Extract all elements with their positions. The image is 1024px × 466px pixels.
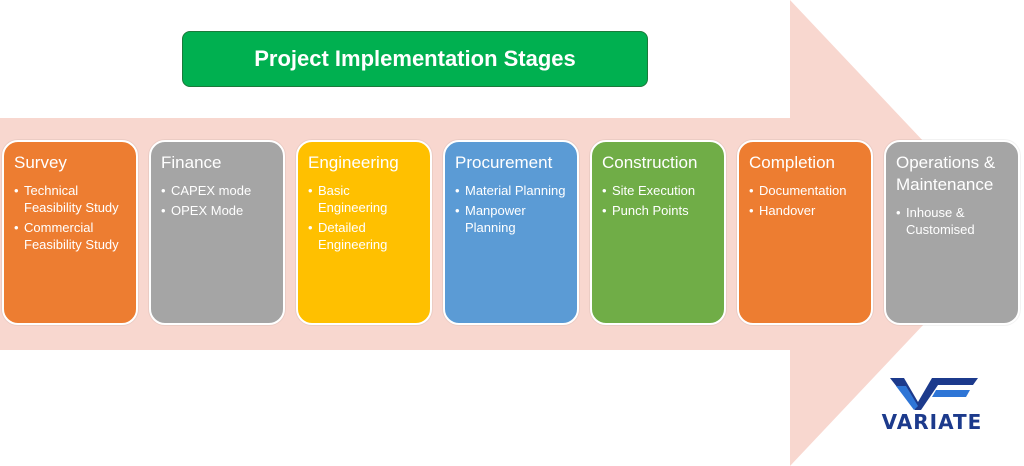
stage-item: Punch Points (602, 202, 716, 219)
stage-card-3: EngineeringBasic EngineeringDetailed Eng… (296, 140, 432, 325)
stage-item: Documentation (749, 182, 863, 199)
stage-item: CAPEX mode (161, 182, 275, 199)
stage-card-5: ConstructionSite ExecutionPunch Points (590, 140, 726, 325)
stage-item: Commercial Feasibility Study (14, 219, 128, 253)
stage-card-6: CompletionDocumentationHandover (737, 140, 873, 325)
stage-heading: Engineering (308, 153, 399, 172)
stage-items: Basic EngineeringDetailed Engineering (308, 182, 422, 253)
stage-heading: Construction (602, 153, 698, 172)
stage-heading: Survey (14, 153, 67, 172)
stage-card-1: SurveyTechnical Feasibility StudyCommerc… (2, 140, 138, 325)
stage-item: Detailed Engineering (308, 219, 422, 253)
stage-items: Material PlanningManpower Planning (455, 182, 569, 236)
stage-item: Handover (749, 202, 863, 219)
stage-card-2: FinanceCAPEX modeOPEX Mode (149, 140, 285, 325)
variate-logo: VARIATE (852, 372, 1012, 438)
stage-card-7: Operations & MaintenanceInhouse & Custom… (884, 140, 1020, 325)
stage-items: Inhouse & Customised (896, 204, 1010, 238)
stage-heading: Completion (749, 153, 835, 172)
page-title: Project Implementation Stages (182, 31, 648, 87)
logo-text: VARIATE (881, 410, 983, 434)
stage-item: Material Planning (455, 182, 569, 199)
stage-items: CAPEX modeOPEX Mode (161, 182, 275, 219)
stage-items: Site ExecutionPunch Points (602, 182, 716, 219)
stage-heading: Operations & Maintenance (896, 153, 996, 194)
stage-item: OPEX Mode (161, 202, 275, 219)
stage-item: Site Execution (602, 182, 716, 199)
stage-card-4: ProcurementMaterial PlanningManpower Pla… (443, 140, 579, 325)
stage-items: Technical Feasibility StudyCommercial Fe… (14, 182, 128, 253)
stage-heading: Finance (161, 153, 222, 172)
stage-item: Basic Engineering (308, 182, 422, 216)
stage-item: Technical Feasibility Study (14, 182, 128, 216)
page-title-text: Project Implementation Stages (254, 46, 576, 71)
stage-item: Inhouse & Customised (896, 204, 1010, 238)
stage-heading: Procurement (455, 153, 553, 172)
stage-item: Manpower Planning (455, 202, 569, 236)
stage-items: DocumentationHandover (749, 182, 863, 219)
logo-mark-icon (890, 378, 978, 410)
